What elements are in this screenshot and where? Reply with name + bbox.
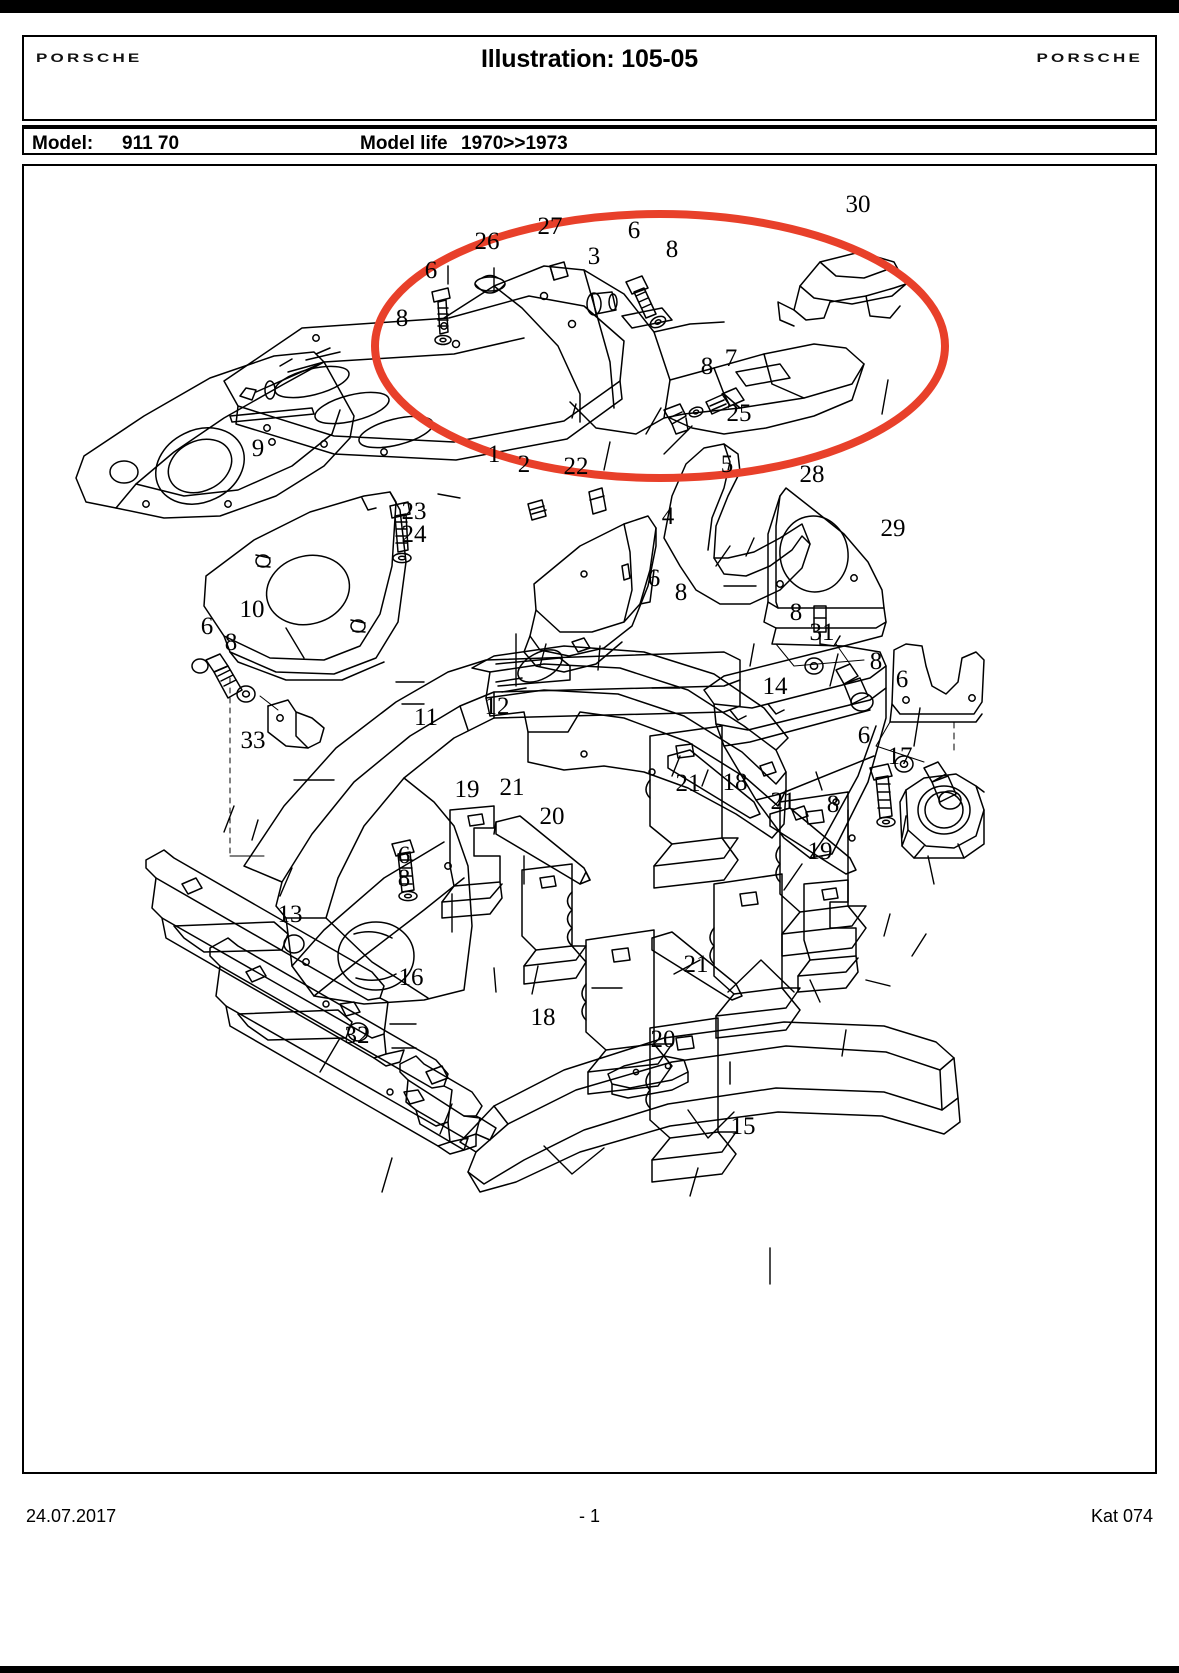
part-callout-8: 8 (396, 305, 409, 332)
part-callout-5: 5 (721, 451, 734, 478)
part-callout-19: 19 (808, 838, 833, 865)
part-callout-27: 27 (538, 213, 563, 240)
part-callout-8: 8 (701, 353, 714, 380)
part-callout-24: 24 (402, 521, 428, 548)
part-callout-18: 18 (723, 769, 748, 796)
part-callout-20: 20 (651, 1026, 676, 1053)
part-callout-29: 29 (881, 515, 906, 542)
footer-date: 24.07.2017 (26, 1506, 117, 1526)
part-callout-10: 10 (240, 596, 265, 623)
exploded-parts-diagram: 3027266836887259232410122245682829831866… (75, 191, 985, 1285)
part-callout-18: 18 (531, 1004, 556, 1031)
part-callout-8: 8 (827, 791, 840, 818)
fastener-group-i (391, 839, 418, 902)
part-callout-6: 6 (858, 722, 871, 749)
fastener-group-g (191, 653, 256, 703)
part-callout-22: 22 (564, 453, 589, 480)
bracket-20-c (645, 1017, 737, 1183)
model-label: Model: (32, 133, 94, 154)
bracket-20-a (521, 863, 587, 985)
rod-21-c (651, 931, 743, 1001)
part-callout-21: 21 (676, 770, 701, 797)
part-callout-25: 25 (727, 400, 752, 427)
part-callout-8: 8 (398, 865, 411, 892)
part-callout-31: 31 (810, 619, 835, 646)
porsche-wordmark-right: PORSCHE (1036, 51, 1143, 65)
page-bottom-rule (0, 1666, 1179, 1673)
part-callout-6: 6 (425, 257, 438, 284)
leader-lines (223, 265, 935, 1285)
page-footer: 24.07.2017 - 1 Kat 074 (22, 1506, 1157, 1530)
bracket-19-left (441, 805, 503, 919)
footer-catalog: Kat 074 (1090, 1506, 1153, 1526)
model-info-bar: Model: 911 70 Model life 1970>>1973 (22, 125, 1157, 155)
part-callout-6: 6 (398, 842, 411, 869)
part-callout-6: 6 (648, 565, 661, 592)
part-callout-26: 26 (475, 228, 500, 255)
part-callout-16: 16 (399, 964, 424, 991)
part-callout-33: 33 (241, 727, 266, 754)
part-callout-17: 17 (888, 743, 913, 770)
part-callout-4: 4 (662, 503, 675, 530)
part-callout-7: 7 (725, 345, 738, 372)
fastener-group-b (625, 275, 667, 329)
bracket-18-a (775, 791, 867, 957)
model-life-label: Model life (360, 133, 448, 154)
bracket-20-b (645, 725, 739, 889)
part-callout-21: 21 (771, 788, 796, 815)
part-callout-11: 11 (414, 704, 438, 731)
rod-21-b (667, 749, 761, 819)
part-callout-32: 32 (345, 1022, 370, 1049)
red-highlight-ellipse (371, 210, 949, 482)
part-callout-12: 12 (485, 693, 510, 720)
page-header: PORSCHE Illustration: 105-05 PORSCHE (22, 35, 1157, 121)
model-life-value: 1970>>1973 (461, 133, 568, 154)
part-callout-6: 6 (628, 217, 641, 244)
model-value: 911 70 (122, 133, 180, 154)
page-top-rule (0, 6, 1179, 13)
fastener-group-h (869, 763, 896, 828)
part-callout-30: 30 (846, 191, 871, 218)
rod-21-d (769, 807, 857, 875)
part-callout-6: 6 (201, 613, 214, 640)
part-callout-28: 28 (800, 461, 825, 488)
fastener-group-c (663, 387, 745, 435)
part-callout-8: 8 (790, 599, 803, 626)
part-callout-8: 8 (675, 579, 688, 606)
fastener-group-f (894, 755, 962, 810)
part-callout-21: 21 (500, 774, 525, 801)
page-title: Illustration: 105-05 (481, 45, 698, 73)
part-callout-20: 20 (540, 803, 565, 830)
bracket-18-c (709, 873, 801, 1039)
part-callout-21: 21 (684, 951, 709, 978)
fastener-group-d (389, 501, 412, 564)
part-callout-14: 14 (763, 673, 789, 700)
part-callout-9: 9 (252, 435, 265, 462)
part-callout-8: 8 (870, 648, 883, 675)
part-callout-1: 1 (488, 441, 501, 468)
diagram-linework (75, 251, 985, 1285)
part-callout-8: 8 (666, 236, 679, 263)
part-callout-8: 8 (225, 629, 238, 656)
part-callout-6: 6 (896, 666, 909, 693)
fastener-group-a (431, 287, 452, 346)
part-callout-15: 15 (731, 1113, 756, 1140)
footer-page: - 1 (578, 1506, 600, 1526)
bracket-19-right (797, 879, 859, 993)
part-callout-19: 19 (455, 776, 480, 803)
part-callout-2: 2 (518, 451, 531, 478)
porsche-wordmark-left: PORSCHE (36, 51, 143, 65)
fastener-group-e (804, 657, 874, 712)
part-callout-13: 13 (278, 901, 303, 928)
part-callout-3: 3 (588, 243, 601, 270)
part-callout-23: 23 (402, 498, 427, 525)
